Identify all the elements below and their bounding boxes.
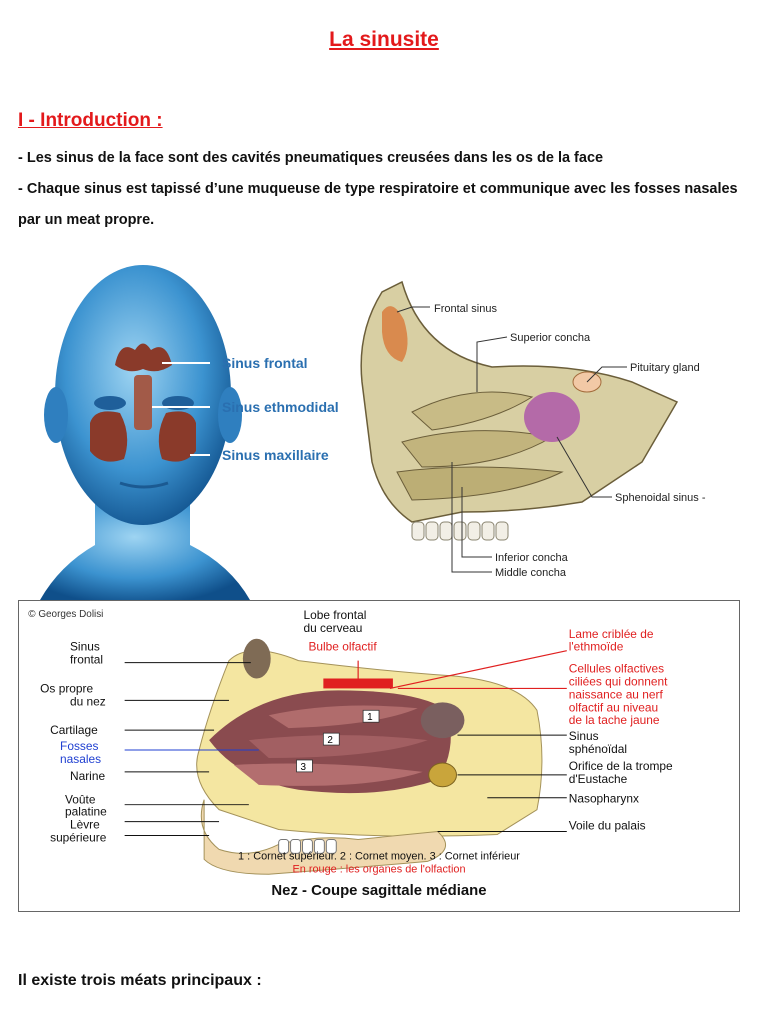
figure-caption: Nez - Coupe sagittale médiane	[271, 883, 486, 899]
label-lame-criblee-2: l'ethmoïde	[569, 640, 624, 654]
number-2: 2	[327, 735, 333, 746]
subsection-line: Il existe trois méats principaux :	[18, 972, 262, 989]
label-cellules: Cellules olfactives	[569, 662, 664, 676]
copyright: © Georges Dolisi	[28, 609, 103, 620]
label-inferior-concha: Inferior concha	[495, 552, 569, 564]
label-fosses-nasales-2: nasales	[60, 752, 101, 766]
label-cartilage: Cartilage	[50, 723, 98, 737]
label-sinus-frontal: Sinus frontal	[222, 355, 308, 371]
lateral-nasal-wall-illustration: Frontal sinus Superior concha Pituitary …	[342, 272, 738, 584]
label-nasopharynx: Nasopharynx	[569, 792, 639, 806]
label-middle-concha: Middle concha	[495, 567, 567, 579]
paragraph: - Chaque sinus est tapissé d’une muqueus…	[18, 181, 738, 228]
label-cellules-5: de la tache jaune	[569, 713, 660, 727]
label-narine: Narine	[70, 769, 105, 783]
label-os-propre: Os propre	[40, 681, 93, 695]
legend-cornets: 1 : Cornet supérieur. 2 : Cornet moyen. …	[238, 850, 520, 862]
label-sphenoidal-sinus: Sphenoidal sinus -	[615, 492, 706, 504]
label-pituitary-gland: Pituitary gland	[630, 362, 700, 374]
number-3: 3	[301, 762, 307, 773]
label-levre: Lèvre	[70, 818, 100, 832]
label-superior-concha: Superior concha	[510, 332, 591, 344]
label-fosses-nasales: Fosses	[60, 739, 98, 753]
label-voute-palatine: Voûte	[65, 793, 96, 807]
label-frontal-sinus: Frontal sinus	[434, 303, 497, 315]
nose-sagittal-section-illustration: 1 2 3 © Georges Dolisi Lobe frontal du c…	[18, 600, 740, 912]
label-bulbe-olfactif: Bulbe olfactif	[308, 640, 377, 654]
label-levre-2: supérieure	[50, 830, 107, 844]
label-cellules-4: olfactif au niveau	[569, 700, 658, 714]
label-sinus-ethmodidal: Sinus ethmodidal	[222, 399, 339, 415]
label-lame-criblee: Lame criblée de	[569, 627, 654, 641]
label-cellules-3: naissance au nerf	[569, 687, 664, 701]
number-1: 1	[367, 712, 373, 723]
label-sinus-frontal: Sinus	[70, 640, 100, 654]
label-sinus-maxillaire: Sinus maxillaire	[222, 447, 329, 463]
label-voile-du-palais: Voile du palais	[569, 819, 646, 833]
document-title: La sinusite	[329, 28, 439, 51]
section-heading: I - Introduction :	[18, 110, 163, 131]
label-lobe-frontal: Lobe frontal	[303, 608, 366, 622]
label-sinus-sphenoidal: Sinus	[569, 729, 599, 743]
label-sinus-frontal-2: frontal	[70, 653, 103, 667]
label-cellules-2: ciliées qui donnent	[569, 674, 668, 688]
label-orifice-2: d'Eustache	[569, 772, 628, 786]
paragraph: - Les sinus de la face sont des cavités …	[18, 150, 604, 166]
sinus-head-illustration: Sinus frontal Sinus ethmodidal Sinus max…	[40, 265, 339, 600]
legend-olfaction: En rouge : les organes de l'olfaction	[292, 863, 465, 875]
label-orifice: Orifice de la trompe	[569, 759, 673, 773]
label-os-propre-2: du nez	[70, 694, 106, 708]
label-sinus-sphenoidal-2: sphénoïdal	[569, 742, 627, 756]
label-du-cerveau: du cerveau	[303, 621, 362, 635]
label-voute-palatine-2: palatine	[65, 805, 107, 819]
